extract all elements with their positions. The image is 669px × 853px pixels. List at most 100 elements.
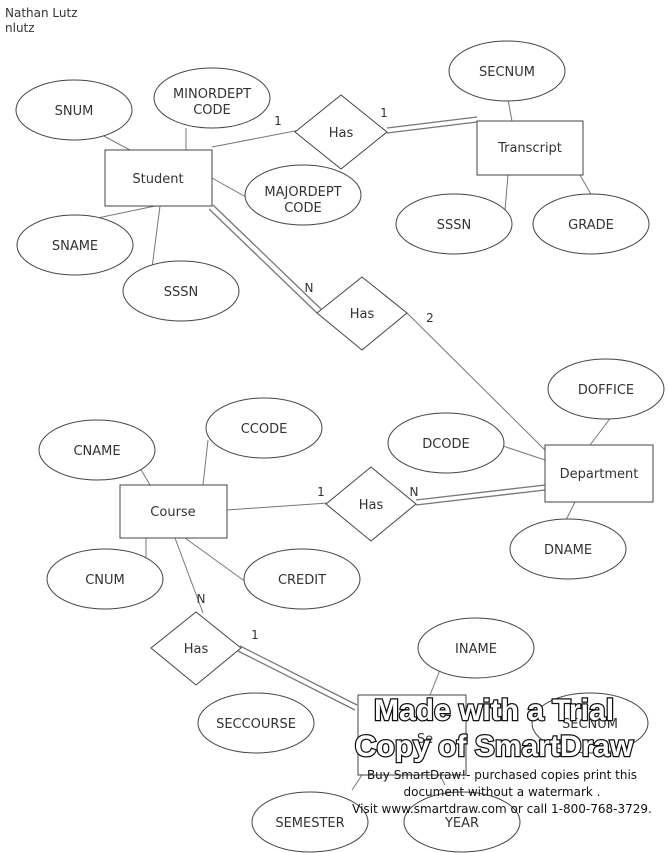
grade-label: GRADE [568, 218, 614, 233]
semester-attribute [251, 791, 369, 853]
transcript-double-line-a [386, 116, 478, 129]
cnum-label: CNUM [85, 573, 125, 588]
doffice-label: DOFFICE [578, 383, 634, 398]
student-entity [104, 149, 213, 207]
student-sssn-line [151, 205, 161, 269]
department-label: Department [560, 467, 639, 482]
department-double-line-a [415, 484, 546, 501]
double-lines [208, 116, 546, 711]
card-st-student: 1 [274, 114, 282, 128]
section-entity [357, 694, 467, 776]
iname-line [429, 669, 441, 696]
has2-department-line [406, 312, 546, 451]
credit-label: CREDIT [278, 573, 326, 588]
student-has-line [211, 129, 301, 148]
year-label: YEAR [444, 816, 479, 831]
transcript-sssn-attribute [395, 193, 513, 255]
semester-label: SEMESTER [275, 816, 344, 831]
credit-line [184, 537, 251, 586]
section-double-line-b [237, 650, 356, 711]
connector-lines [49, 99, 613, 791]
cname-label: CNAME [73, 444, 120, 459]
majordept-label: MAJORDEPT [264, 185, 341, 200]
section-secnum-attribute [531, 692, 649, 754]
transcript-secnum-line [507, 99, 513, 122]
cnum-attribute [46, 548, 164, 610]
transcript-double-line-b [386, 121, 478, 134]
course-entity [119, 484, 228, 539]
doffice-attribute [547, 358, 665, 420]
ccode-line [202, 439, 209, 486]
section-secnum-label: SECNUM [562, 717, 618, 732]
has-student-transcript-label: Has [329, 126, 354, 141]
card-sd-department: 2 [426, 311, 434, 325]
has-student-department-label: Has [350, 307, 375, 322]
dname-attribute [509, 518, 627, 580]
watermark-line-4: document without a watermark . [403, 785, 601, 799]
watermark-line-2: Copy of SmartDraw [355, 730, 634, 763]
card-cd-course: 1 [317, 485, 325, 499]
transcript-label: Transcript [497, 141, 562, 156]
transcript-sssn-label: SSSN [437, 218, 471, 233]
sname-label: SNAME [52, 239, 98, 254]
card-sd-student: N [305, 281, 314, 295]
transcript-sssn-line [504, 174, 509, 211]
grade-line [579, 174, 593, 197]
snum-line [99, 133, 131, 151]
ccode-label: CCODE [241, 422, 288, 437]
course-label: Course [150, 505, 195, 520]
majordept-code-attribute [244, 164, 362, 226]
dname-label: DNAME [544, 543, 592, 558]
majordept-code-label: CODE [284, 201, 322, 216]
department-double-line-b [415, 489, 546, 506]
credit-attribute [243, 548, 361, 610]
dcode-line [499, 444, 546, 461]
student-sssn-label: SSSN [164, 285, 198, 300]
has-student-transcript-diamond [294, 94, 388, 170]
grade-attribute [532, 193, 650, 255]
watermark-line-3: Buy SmartDraw!- purchased copies print t… [366, 768, 638, 782]
card-cs-section: 1 [251, 628, 259, 642]
dcode-label: DCODE [422, 437, 470, 452]
dcode-attribute [387, 412, 505, 474]
year-line [439, 774, 446, 786]
author-id: nlutz [5, 21, 35, 35]
sname-attribute [16, 214, 134, 276]
has-course-department-label: Has [359, 498, 384, 513]
snum-attribute [15, 79, 133, 141]
has-course-section-diamond [150, 611, 242, 686]
transcript-entity [476, 120, 584, 176]
course-has3-line [226, 502, 329, 511]
card-cd-department: N [410, 485, 419, 499]
section-double-line-a [239, 645, 358, 706]
cname-attribute [38, 419, 156, 481]
watermark-line-5: Visit www.smartdraw.com or call 1-800-76… [352, 802, 652, 816]
minordept-code-label: CODE [193, 103, 231, 118]
iname-attribute [417, 617, 535, 679]
minordept-label: MINORDEPT [173, 87, 251, 102]
ccode-attribute [205, 397, 323, 459]
snum-label: SNUM [55, 104, 94, 119]
card-st-transcript: 1 [380, 106, 388, 120]
card-cs-course: N [197, 592, 206, 606]
has-course-section-label: Has [184, 642, 209, 657]
transcript-secnum-attribute [448, 40, 566, 102]
year-attribute [403, 791, 521, 853]
seccourse-attribute [197, 692, 315, 754]
minordept-code-attribute [153, 67, 271, 129]
section-label: Se [417, 732, 433, 747]
seccourse-label: SECCOURSE [216, 717, 296, 732]
has-course-department-diamond [325, 466, 417, 542]
has-student-department-diamond [316, 276, 408, 351]
student-sssn-attribute [122, 260, 240, 322]
student-double-line-b [212, 204, 322, 310]
student-label: Student [132, 172, 183, 187]
student-double-line-a [208, 208, 318, 314]
course-has4-line [174, 537, 204, 614]
author-name: Nathan Lutz [5, 6, 78, 20]
cname-line [139, 467, 151, 486]
doffice-line [589, 415, 613, 446]
semester-line [351, 774, 363, 791]
watermark-line-1: Made with a Trial [374, 694, 614, 727]
